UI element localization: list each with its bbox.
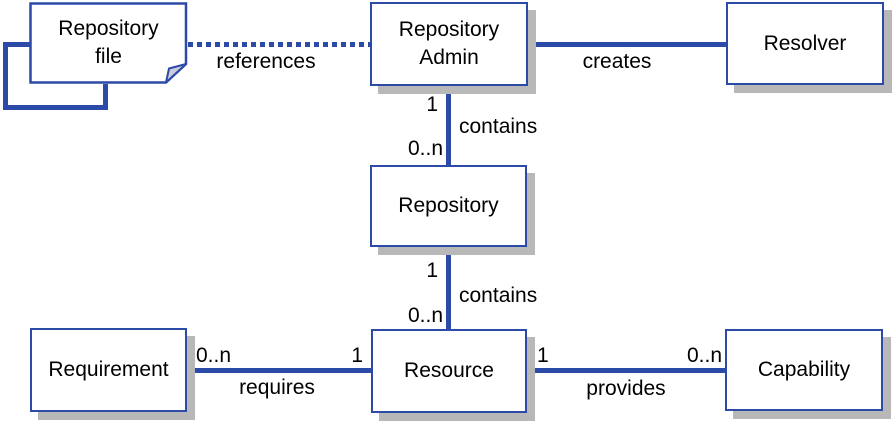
node-repository-file: Repository file xyxy=(29,2,188,84)
repository-contains-resource-edge xyxy=(446,247,451,329)
provides-target-multiplicity: 0..n xyxy=(686,344,722,367)
admin-contains-source-multiplicity: 1 xyxy=(426,93,438,116)
note-shape-icon xyxy=(29,2,188,84)
node-requirement: Requirement xyxy=(30,328,187,412)
node-capability: Capability xyxy=(725,329,883,411)
self-reference-edge-top xyxy=(3,42,32,47)
node-label-line: Resolver xyxy=(763,31,847,55)
node-resolver: Resolver xyxy=(726,2,884,85)
node-label-line: Resource xyxy=(404,359,494,382)
node-label-line: Repository xyxy=(398,18,500,41)
node-repository-admin: Repository Admin xyxy=(370,2,528,86)
node-resource: Resource xyxy=(371,329,527,413)
node-repository: Repository xyxy=(370,165,527,247)
creates-edge xyxy=(528,42,726,47)
requires-edge-label: requires xyxy=(239,376,315,399)
repository-contains-edge-label: contains xyxy=(459,284,538,307)
repository-contains-target-multiplicity: 0..n xyxy=(407,304,443,327)
creates-edge-label: creates xyxy=(582,50,652,73)
node-label-line: Requirement xyxy=(48,358,169,381)
requires-edge xyxy=(187,368,371,373)
provides-edge-label: provides xyxy=(586,377,666,400)
provides-edge xyxy=(527,368,725,373)
node-label-repository-file: Repository file xyxy=(29,2,188,84)
requires-source-multiplicity: 0..n xyxy=(196,344,232,367)
self-reference-edge-right xyxy=(103,84,108,110)
self-reference-edge-left xyxy=(3,42,8,110)
node-label-line: Admin xyxy=(419,46,479,69)
self-reference-edge-bottom xyxy=(3,105,108,110)
requires-target-multiplicity: 1 xyxy=(351,344,363,367)
references-edge xyxy=(188,42,370,47)
provides-source-multiplicity: 1 xyxy=(537,344,549,367)
node-label-line: Capability xyxy=(757,358,851,381)
admin-contains-edge-label: contains xyxy=(459,115,538,138)
admin-contains-target-multiplicity: 0..n xyxy=(407,137,443,160)
admin-contains-repository-edge xyxy=(446,86,451,165)
node-label-line: file xyxy=(95,45,122,68)
node-label-line: Repository xyxy=(398,194,499,217)
references-edge-label: references xyxy=(216,50,316,73)
node-label-line: Repository xyxy=(58,17,159,40)
repository-contains-source-multiplicity: 1 xyxy=(426,259,438,282)
